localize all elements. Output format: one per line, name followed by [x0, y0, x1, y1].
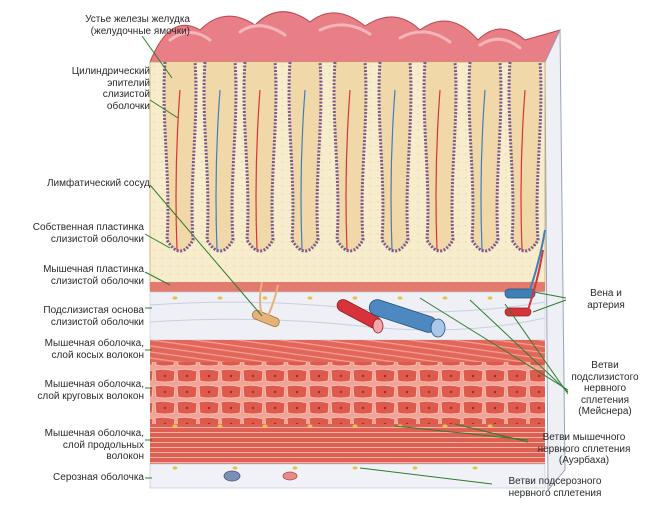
nerve-dot [442, 424, 448, 428]
gland-tube [377, 61, 413, 253]
gastric-glands [162, 61, 543, 253]
nerve-dot [412, 466, 418, 470]
label-subserous: Ветви подсерозного нервного сплетения [508, 476, 602, 499]
oblique-muscle-band [150, 340, 545, 362]
gland-tube [202, 61, 238, 253]
submucosa-vessels [251, 281, 446, 338]
nerve-dot [487, 424, 493, 428]
gland-tube [162, 61, 198, 253]
capillary [300, 89, 306, 251]
gland-tube [287, 61, 323, 253]
nerve-dot [262, 424, 268, 428]
gland-tube [507, 61, 543, 253]
label-muscularis-mucosae: Мышечная пластинка слизистой оболочки [43, 264, 144, 287]
longitudinal-muscle-band [150, 424, 545, 464]
gland-tube [242, 61, 278, 253]
muscularis-mucosae-band [150, 282, 545, 292]
nerve-dot [172, 466, 178, 470]
nerve-dot [472, 466, 478, 470]
nerve-plexus-dots [172, 296, 493, 470]
gland-tube [422, 61, 458, 253]
label-epithelium: Цилиндрический эпителий слизистой оболоч… [71, 66, 150, 112]
capillary [435, 89, 441, 251]
label-auerbach: Ветви мышечного нервного сплетения (Ауэр… [537, 432, 631, 466]
nerve-dot [217, 296, 223, 300]
nerve-dot [487, 296, 493, 300]
label-vein-artery: Вена и артерия [587, 288, 625, 311]
nerve-dot [172, 424, 178, 428]
capillary [480, 89, 486, 251]
capillary [255, 89, 261, 251]
leader-lines [141, 35, 569, 485]
circular-muscle-band [150, 362, 545, 424]
gland-tube [467, 61, 503, 253]
capillary [520, 89, 526, 251]
nerve-dot [172, 296, 178, 300]
capillary [345, 89, 351, 251]
submucosa-band [149, 291, 546, 341]
nerve-dot [352, 296, 358, 300]
nerve-dot [307, 424, 313, 428]
capillary [175, 89, 181, 251]
capillary [390, 89, 396, 251]
label-longitudinal-layer: Мышечная оболочка, слой продольных волок… [44, 428, 144, 462]
serosa-band [149, 463, 546, 489]
label-lymph-vessel: Лимфатический сосуд [46, 178, 150, 189]
nerve-dot [307, 296, 313, 300]
nerve-dot [232, 466, 238, 470]
nerve-dot [292, 466, 298, 470]
nerve-dot [262, 296, 268, 300]
nerve-dot [217, 424, 223, 428]
label-gastric-pits: Устье железы желудка (желудочные ямочки) [85, 14, 190, 37]
label-serosa: Серозная оболочка [53, 472, 144, 483]
label-submucosa: Подслизистая основа слизистой оболочки [43, 305, 144, 328]
label-oblique-layer: Мышечная оболочка, слой косых волокон [44, 338, 144, 361]
label-circular-layer: Мышечная оболочка, слой круговых волокон [37, 379, 144, 402]
nerve-dot [352, 466, 358, 470]
nerve-dot [352, 424, 358, 428]
capillary [215, 89, 221, 251]
gland-tube [332, 61, 368, 253]
nerve-dot [397, 296, 403, 300]
label-lamina-propria: Собственная пластинка слизистой оболочки [32, 222, 144, 245]
label-meissner: Ветви подслизистого нервного сплетения (… [571, 360, 639, 417]
nerve-dot [442, 296, 448, 300]
